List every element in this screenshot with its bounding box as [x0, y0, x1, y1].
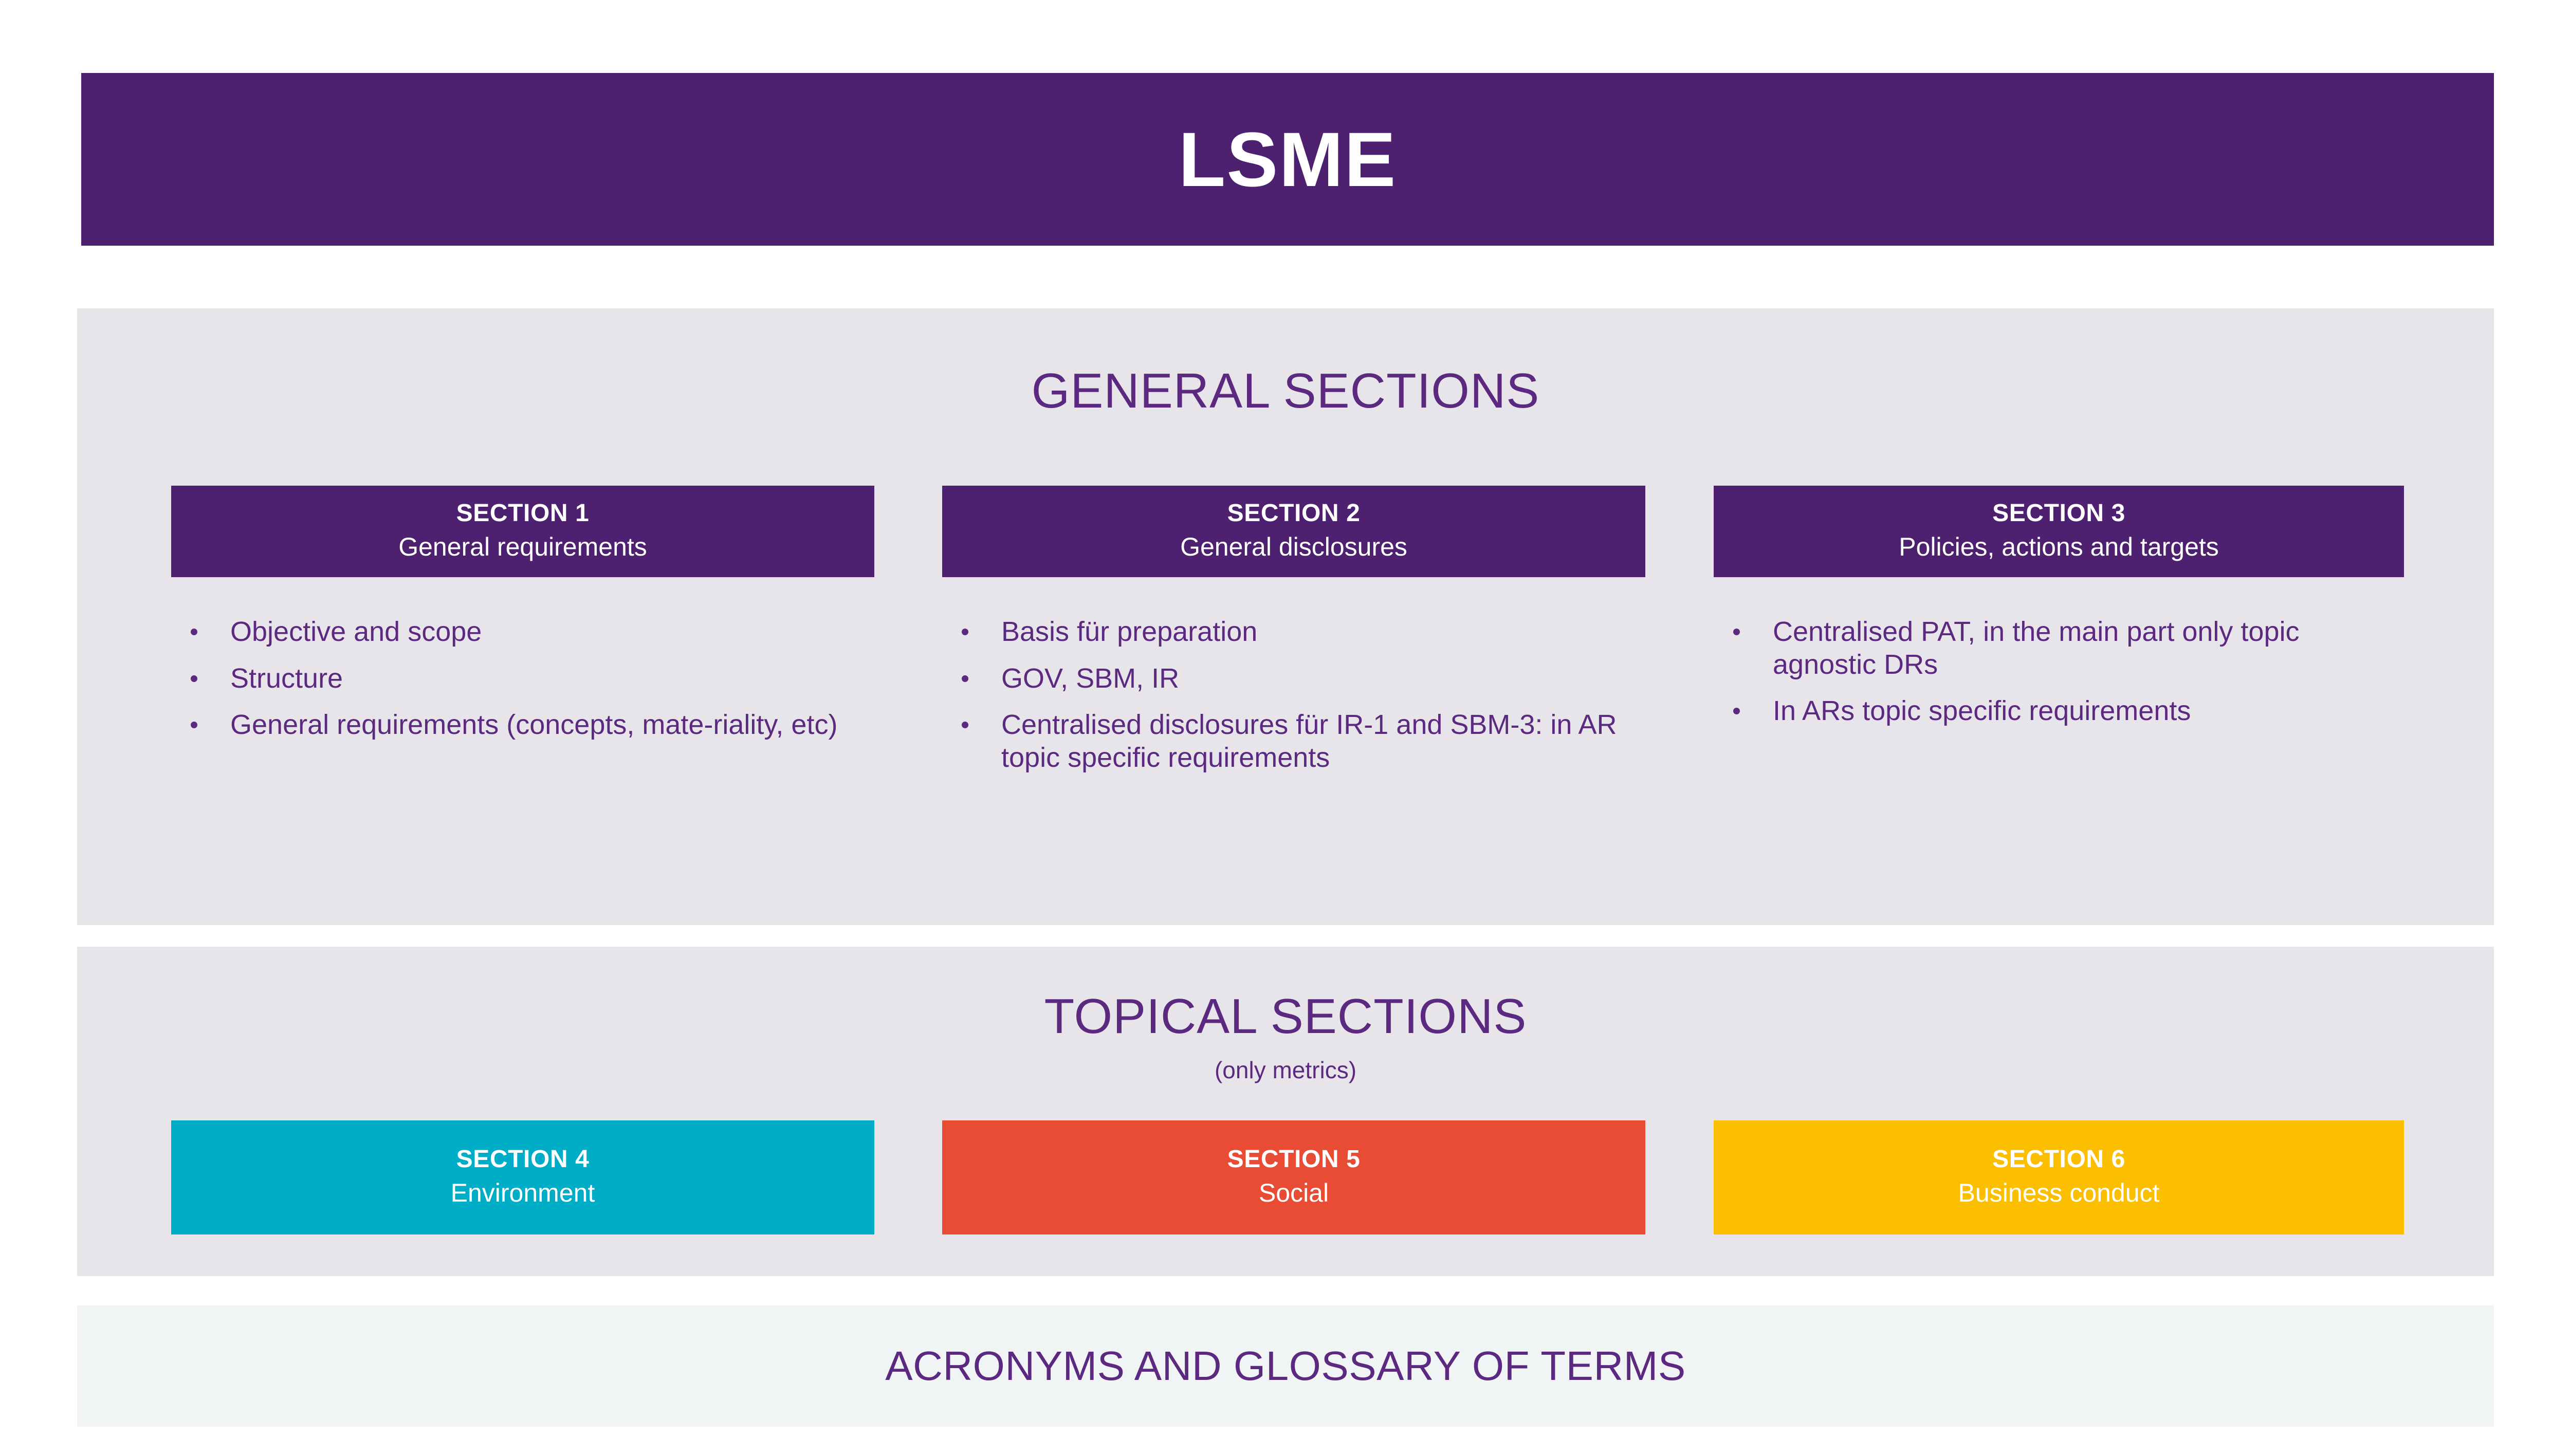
section-3-header-box[interactable]: SECTION 3 Policies, actions and targets	[1714, 486, 2404, 577]
topical-column-section-4: SECTION 4 Environment	[171, 1120, 874, 1234]
section-2-number: SECTION 2	[1227, 499, 1361, 527]
section-5-number: SECTION 5	[1227, 1145, 1361, 1173]
section-2-bullet-list: Basis für preparation GOV, SBM, IR Centr…	[942, 616, 1645, 775]
list-item: In ARs topic specific requirements	[1714, 695, 2404, 728]
bullet-dot-icon	[962, 722, 968, 729]
list-item: Basis für preparation	[942, 616, 1645, 649]
list-item: Centralised disclosures für IR-1 and SBM…	[942, 709, 1645, 774]
topical-sections-columns: SECTION 4 Environment SECTION 5 Social S…	[77, 1120, 2494, 1234]
section-4-header-box[interactable]: SECTION 4 Environment	[171, 1120, 874, 1234]
list-item: GOV, SBM, IR	[942, 662, 1645, 695]
topical-column-section-6: SECTION 6 Business conduct	[1714, 1120, 2404, 1234]
section-6-name: Business conduct	[1958, 1178, 2160, 1207]
section-4-number: SECTION 4	[456, 1145, 590, 1173]
general-sections-heading: GENERAL SECTIONS	[1031, 363, 1540, 418]
list-item-text: In ARs topic specific requirements	[1773, 695, 2191, 727]
topical-sections-panel: TOPICAL SECTIONS (only metrics) SECTION …	[77, 947, 2494, 1276]
acronyms-glossary-label: ACRONYMS AND GLOSSARY OF TERMS	[885, 1343, 1686, 1389]
list-item-text: GOV, SBM, IR	[1001, 662, 1180, 694]
section-1-bullet-list: Objective and scope Structure General re…	[171, 616, 874, 742]
section-2-name: General disclosures	[1180, 532, 1407, 561]
section-2-header-box[interactable]: SECTION 2 General disclosures	[942, 486, 1645, 577]
list-item: General requirements (concepts, mate-ria…	[171, 709, 874, 742]
list-item: Structure	[171, 662, 874, 695]
general-sections-columns: SECTION 1 General requirements Objective…	[77, 486, 2494, 788]
section-6-number: SECTION 6	[1992, 1145, 2125, 1173]
bullet-dot-icon	[962, 629, 968, 635]
topical-column-section-5: SECTION 5 Social	[942, 1120, 1645, 1234]
topical-sections-subheading: (only metrics)	[1214, 1057, 1357, 1083]
bullet-dot-icon	[191, 629, 197, 635]
list-item-text: Structure	[230, 662, 343, 694]
list-item: Objective and scope	[171, 616, 874, 649]
bullet-dot-icon	[1733, 629, 1740, 635]
bullet-dot-icon	[1733, 708, 1740, 715]
section-1-name: General requirements	[398, 532, 647, 561]
section-3-number: SECTION 3	[1992, 499, 2125, 527]
list-item-text: Centralised disclosures für IR-1 and SBM…	[1001, 709, 1617, 773]
section-5-header-box[interactable]: SECTION 5 Social	[942, 1120, 1645, 1234]
section-1-number: SECTION 1	[456, 499, 590, 527]
list-item: Centralised PAT, in the main part only t…	[1714, 616, 2404, 681]
list-item-text: Centralised PAT, in the main part only t…	[1773, 616, 2300, 680]
general-column-section-3: SECTION 3 Policies, actions and targets …	[1714, 486, 2404, 788]
section-1-header-box[interactable]: SECTION 1 General requirements	[171, 486, 874, 577]
page-title: LSME	[1178, 116, 1397, 202]
bullet-dot-icon	[191, 722, 197, 729]
section-4-name: Environment	[450, 1178, 595, 1207]
list-item-text: Objective and scope	[230, 616, 482, 647]
section-3-bullet-list: Centralised PAT, in the main part only t…	[1714, 616, 2404, 728]
list-item-text: General requirements (concepts, mate-ria…	[230, 709, 838, 741]
bullet-dot-icon	[191, 675, 197, 682]
list-item-text: Basis für preparation	[1001, 616, 1258, 647]
section-5-name: Social	[1258, 1178, 1329, 1207]
slide-title-bar: LSME	[81, 73, 2494, 246]
general-column-section-2: SECTION 2 General disclosures Basis für …	[942, 486, 1645, 788]
acronyms-glossary-bar[interactable]: ACRONYMS AND GLOSSARY OF TERMS	[77, 1305, 2494, 1427]
general-sections-panel: GENERAL SECTIONS SECTION 1 General requi…	[77, 308, 2494, 925]
topical-sections-heading: TOPICAL SECTIONS	[1044, 989, 1527, 1044]
section-6-header-box[interactable]: SECTION 6 Business conduct	[1714, 1120, 2404, 1234]
section-3-name: Policies, actions and targets	[1899, 532, 2219, 561]
bullet-dot-icon	[962, 675, 968, 682]
general-column-section-1: SECTION 1 General requirements Objective…	[171, 486, 874, 788]
